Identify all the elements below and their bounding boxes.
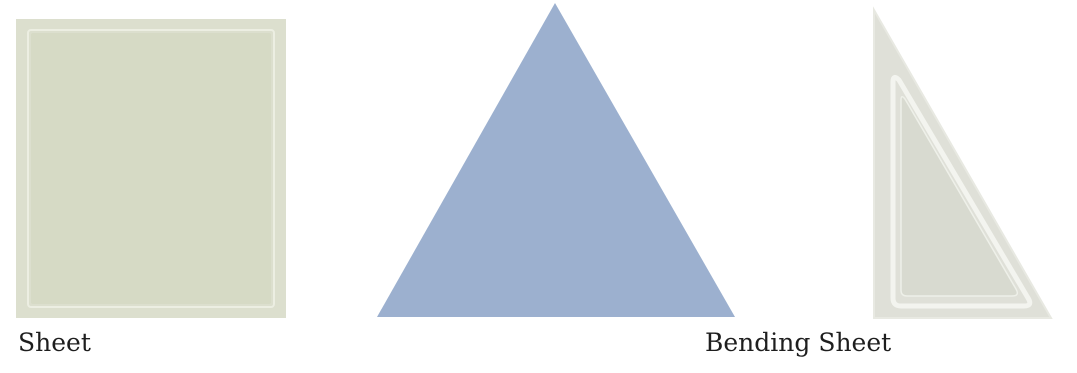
- bending-sheet-caption: Bending Sheet: [705, 328, 891, 358]
- flat-sheet: [16, 19, 286, 318]
- bent-sheet-inner-panel: [901, 97, 1017, 296]
- triangle-body: [377, 3, 735, 317]
- sheet-caption: Sheet: [18, 328, 91, 358]
- flat-sheet-inner-panel: [31, 33, 271, 304]
- triangle-shape: [377, 3, 735, 317]
- bent-sheet: [874, 10, 1051, 318]
